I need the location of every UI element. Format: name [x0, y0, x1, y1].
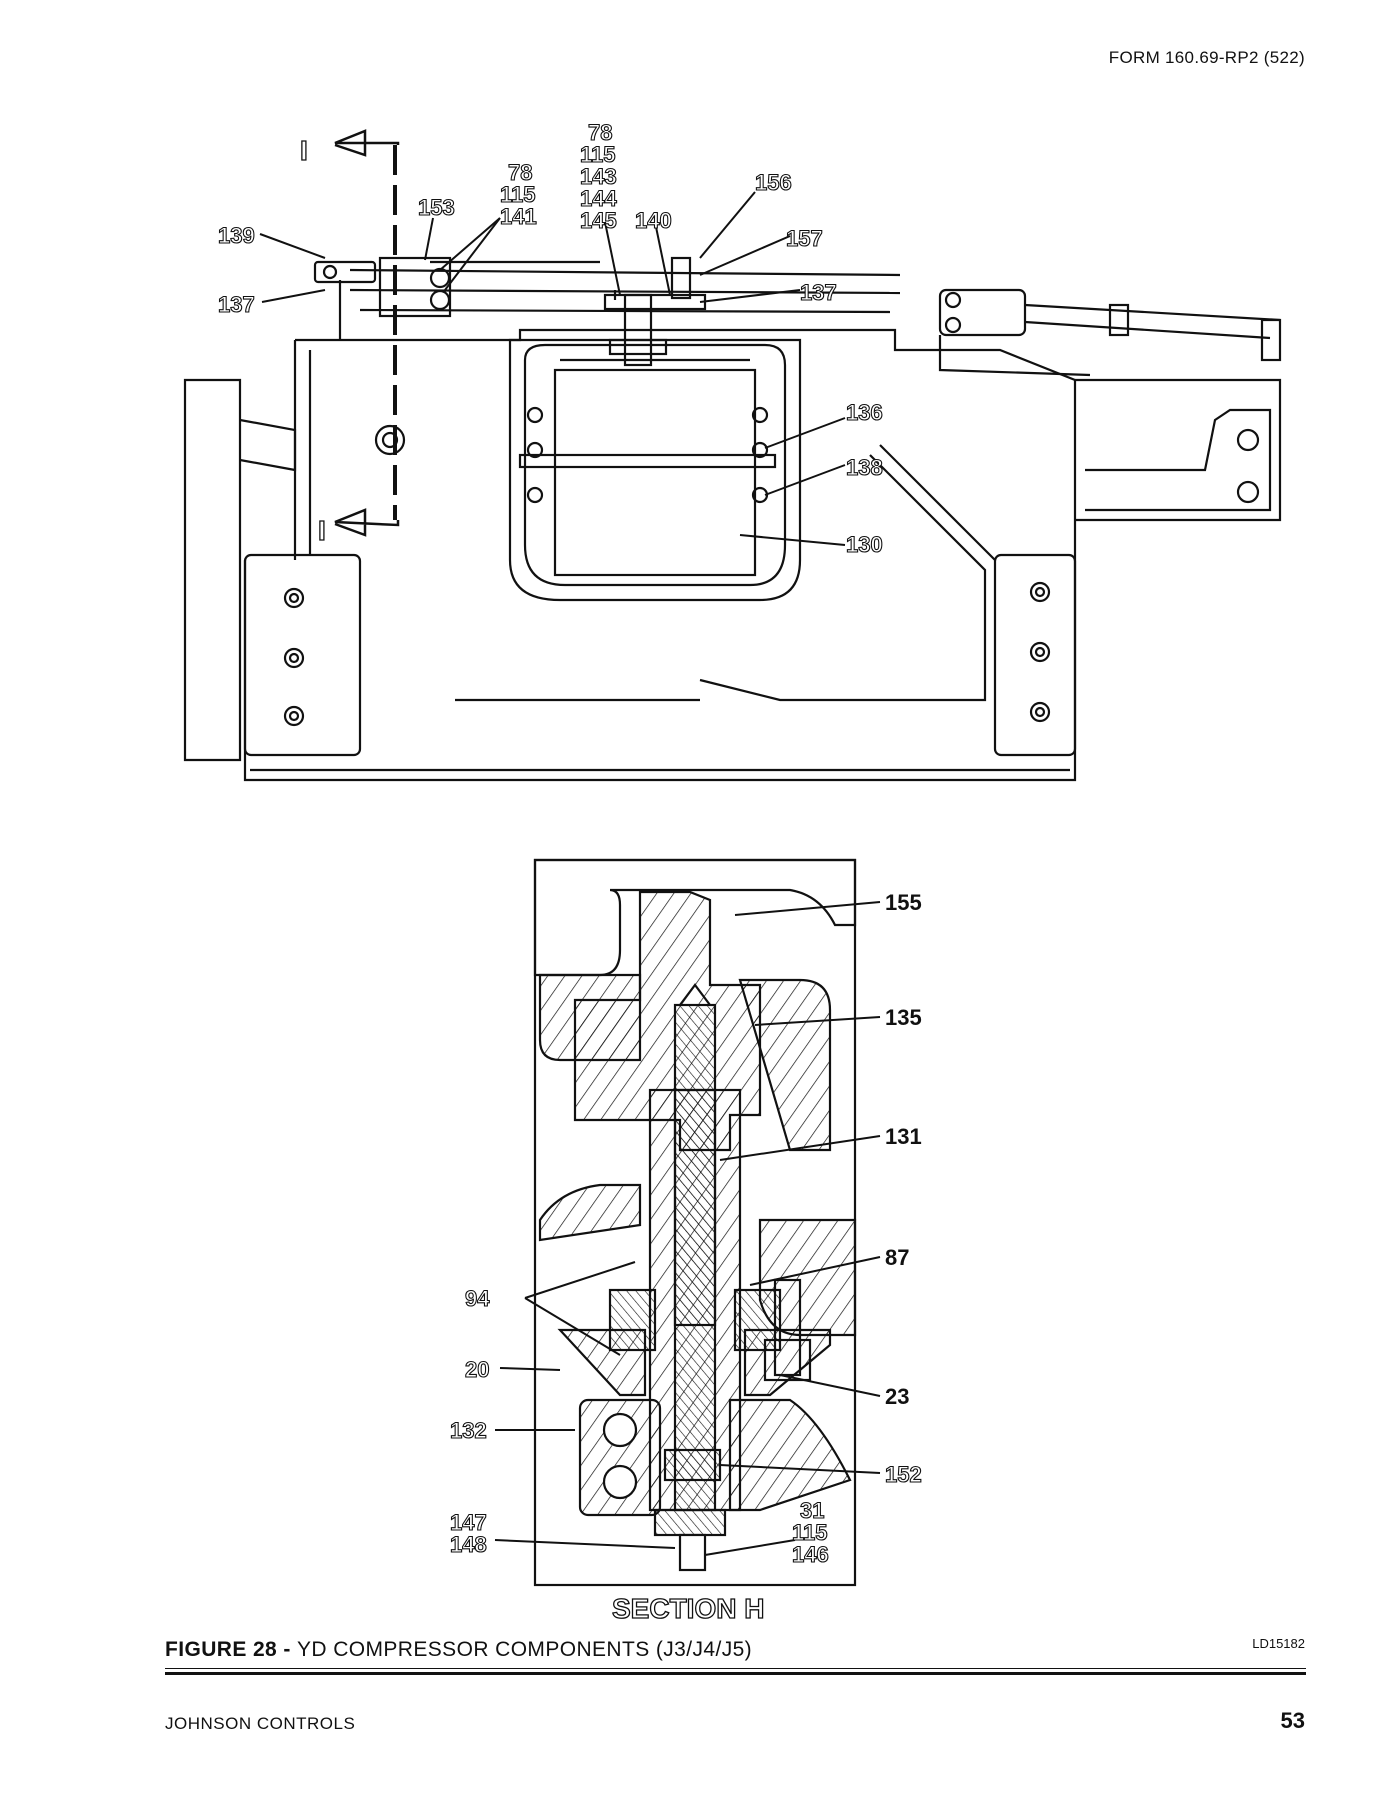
callout-157: 157: [786, 226, 823, 251]
callout-132: 132: [450, 1418, 487, 1443]
callout-141: 141: [500, 204, 537, 229]
callout-143: 143: [580, 164, 617, 189]
callout-78-a: 78: [508, 160, 532, 185]
callout-23: 23: [885, 1384, 909, 1409]
callout-152: 152: [885, 1462, 922, 1487]
figure-label: FIGURE 28 -: [165, 1638, 297, 1661]
drawing-code: LD15182: [1252, 1636, 1305, 1651]
section-arrow-top: [334, 129, 400, 157]
section-marker-bottom: I: [318, 515, 326, 546]
callout-137-right: 137: [800, 280, 837, 305]
callout-31: 31: [800, 1498, 824, 1523]
callout-138: 138: [846, 455, 883, 480]
callout-153: 153: [418, 195, 455, 220]
callout-115: 115: [792, 1520, 828, 1545]
form-number: FORM 160.69-RP2 (522): [1108, 48, 1305, 67]
caption-rule-thick: [165, 1672, 1306, 1675]
callout-137-left: 137: [218, 292, 255, 317]
figure-caption: FIGURE 28 - YD COMPRESSOR COMPONENTS (J3…: [165, 1638, 752, 1662]
callout-87: 87: [885, 1245, 909, 1270]
callout-146: 146: [792, 1542, 829, 1567]
callout-140: 140: [635, 208, 672, 233]
figure-title: YD COMPRESSOR COMPONENTS (J3/J4/J5): [297, 1638, 753, 1661]
callout-78-b: 78: [588, 120, 612, 145]
section-marker-top: I: [300, 135, 308, 166]
callout-147: 147: [450, 1510, 487, 1535]
callout-144: 144: [580, 186, 617, 211]
callout-94: 94: [465, 1286, 490, 1311]
section-h-title: SECTION H: [612, 1593, 764, 1624]
callout-136: 136: [846, 400, 883, 425]
callout-130: 130: [846, 532, 883, 557]
section-arrow-bottom: [334, 508, 400, 537]
caption-rule-thin: [165, 1668, 1306, 1669]
top-view-drawing: [183, 256, 1282, 782]
top-leader-lines: [259, 191, 846, 546]
callout-115-b: 115: [580, 142, 616, 167]
callout-145: 145: [580, 208, 617, 233]
callout-131: 131: [885, 1124, 922, 1149]
callout-135: 135: [885, 1005, 922, 1030]
callout-156: 156: [755, 170, 792, 195]
page-number: 53: [1280, 1708, 1305, 1733]
section-leader-lines: [494, 901, 881, 1556]
callout-148: 148: [450, 1532, 487, 1557]
callout-115-a: 115: [500, 182, 536, 207]
callout-139: 139: [218, 223, 255, 248]
callout-20: 20: [465, 1357, 489, 1382]
callout-155: 155: [885, 890, 922, 915]
section-h-drawing: [533, 858, 857, 1587]
footer-company: JOHNSON CONTROLS: [165, 1714, 356, 1733]
